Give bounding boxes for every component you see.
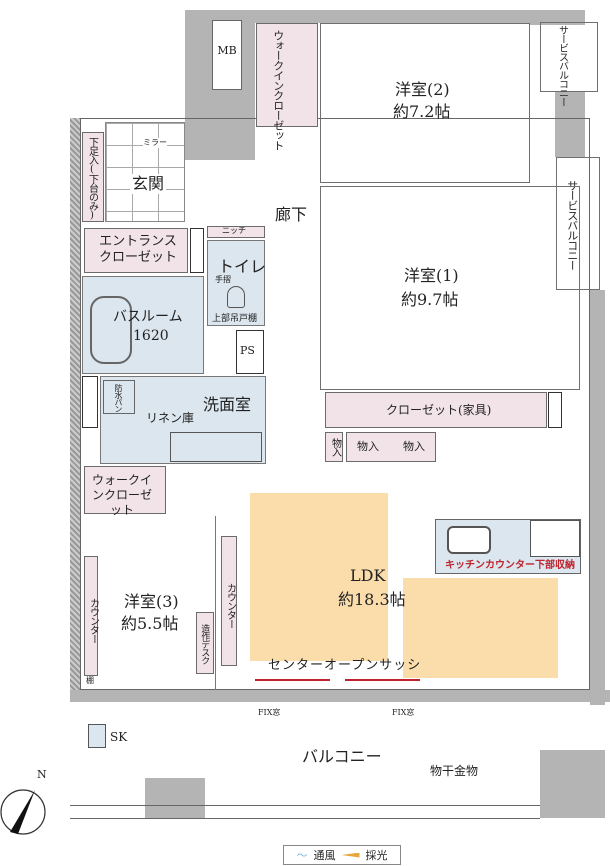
storage-3-label: 物入	[403, 440, 425, 453]
wall-balcony-pillar	[145, 778, 205, 818]
sash-arrow-right	[345, 679, 420, 681]
hallway-label: 廊下	[275, 205, 308, 224]
legend-ventilation: 通風	[313, 849, 336, 862]
storage-2-label: 物入	[357, 440, 379, 453]
fix-window-right-label: FIX窓	[392, 708, 415, 717]
sk-sink	[88, 724, 106, 748]
counter-ldk-label: カウンター	[224, 582, 236, 628]
western-room-3[interactable]	[82, 516, 216, 690]
counter-ldk	[221, 536, 237, 666]
built-desk-label: 造作デスク	[199, 624, 210, 664]
walkin-closet-top	[256, 23, 318, 127]
western-room-1[interactable]	[320, 186, 580, 390]
walkin-closet-left-label: ウォークインクローゼット	[91, 473, 152, 517]
service-balcony-top[interactable]	[540, 22, 598, 92]
sink-icon	[447, 526, 491, 554]
wall-left	[70, 118, 80, 698]
ldk-size: 約18.3帖	[338, 590, 406, 609]
service-balcony-right[interactable]	[556, 157, 600, 290]
upper-cabinet-label: 上部吊戸棚	[212, 314, 258, 324]
closet-furniture-label: クローゼット(家具)	[386, 403, 492, 418]
western-room-1-name: 洋室(1)	[404, 266, 459, 285]
counter-left-label: カウンター	[87, 597, 99, 643]
entrance-label: 玄関	[130, 174, 167, 194]
ps-shaft-2	[236, 330, 264, 374]
wind-icon: 〜	[296, 849, 308, 862]
legend: 〜 通風 採光	[283, 845, 401, 865]
entrance-closet-label: エントランスクローゼット	[98, 234, 177, 266]
ps-shaft-2-label: PS	[240, 344, 255, 357]
fix-window-left-label: FIX窓	[258, 708, 281, 717]
built-desk	[196, 612, 214, 674]
compass-icon	[0, 789, 46, 835]
stove-icon	[530, 520, 580, 557]
western-room-1-size: 約9.7帖	[401, 290, 459, 309]
walkin-closet-top-label: ウォークインクローゼット	[271, 30, 285, 150]
ldk-area-2[interactable]	[403, 578, 558, 678]
wall-right-side	[590, 290, 605, 705]
shoe-storage	[82, 132, 104, 222]
toilet[interactable]	[207, 240, 265, 326]
shoe-storage-label: 下足入(下台のみ)	[86, 136, 98, 220]
balcony-label: バルコニー	[302, 747, 382, 766]
toilet-label: トイレ	[218, 257, 267, 276]
mb-box	[212, 20, 242, 90]
entrance-closet	[84, 228, 188, 273]
shelf-label: 棚	[86, 676, 94, 685]
niche-label: ニッチ	[222, 226, 246, 235]
ldk-area-1[interactable]	[250, 493, 388, 661]
western-room-2-size: 約7.2帖	[393, 102, 451, 121]
storage-1	[325, 432, 343, 462]
mb-label: MB	[217, 44, 237, 57]
service-balcony-right-label: サービスバルコニー	[565, 180, 579, 270]
balcony-rail	[70, 805, 540, 819]
western-room-3-name: 洋室(3)	[124, 592, 179, 611]
service-balcony-top-label: サービスバルコニー	[556, 25, 568, 106]
storage-1-label: 物入	[329, 438, 341, 456]
bathtub-icon	[90, 296, 132, 364]
clothes-hanger-label: 物干金物	[430, 764, 479, 778]
wall-right-top	[530, 10, 585, 25]
wall-bottom-room	[70, 690, 610, 702]
waterproof-pan-label: 防水パン	[114, 384, 123, 412]
western-room-3-size: 約5.5帖	[121, 614, 179, 633]
wall-balcony-right	[540, 750, 605, 818]
sk-label: SK	[110, 730, 128, 744]
western-room-2-name: 洋室(2)	[395, 80, 450, 99]
mirror-label: ミラー	[143, 138, 167, 148]
sash-arrow-left	[255, 679, 330, 681]
ps-shaft-4	[548, 392, 562, 428]
ps-shaft-3	[82, 376, 98, 428]
wall-right-mid	[555, 92, 585, 157]
vanity-counter	[170, 432, 262, 462]
waterproof-pan	[103, 380, 135, 414]
light-icon	[341, 852, 360, 858]
walkin-closet-left	[84, 466, 166, 514]
wall-top	[185, 10, 535, 23]
linen-label: リネン庫	[146, 411, 195, 425]
compass-north-label: N	[37, 768, 47, 781]
center-open-sash-label: センターオープンサッシ	[268, 658, 422, 673]
bathroom-name: バスルーム	[113, 309, 183, 325]
bathroom-size: 1620	[133, 328, 169, 344]
kitchen-storage-label: キッチンカウンター下部収納	[445, 560, 575, 571]
western-room-2[interactable]	[320, 23, 530, 183]
room-outline-main	[80, 118, 590, 690]
toilet-bowl-icon	[227, 286, 245, 308]
counter-left	[84, 556, 98, 676]
handrail-label: 手摺	[215, 275, 231, 284]
legend-daylight: 採光	[365, 849, 388, 862]
niche	[207, 226, 265, 238]
ps-shaft-1	[190, 228, 204, 273]
washroom-label: 洗面室	[203, 395, 252, 414]
storage-2	[346, 432, 436, 462]
ldk-name: LDK	[350, 566, 386, 585]
